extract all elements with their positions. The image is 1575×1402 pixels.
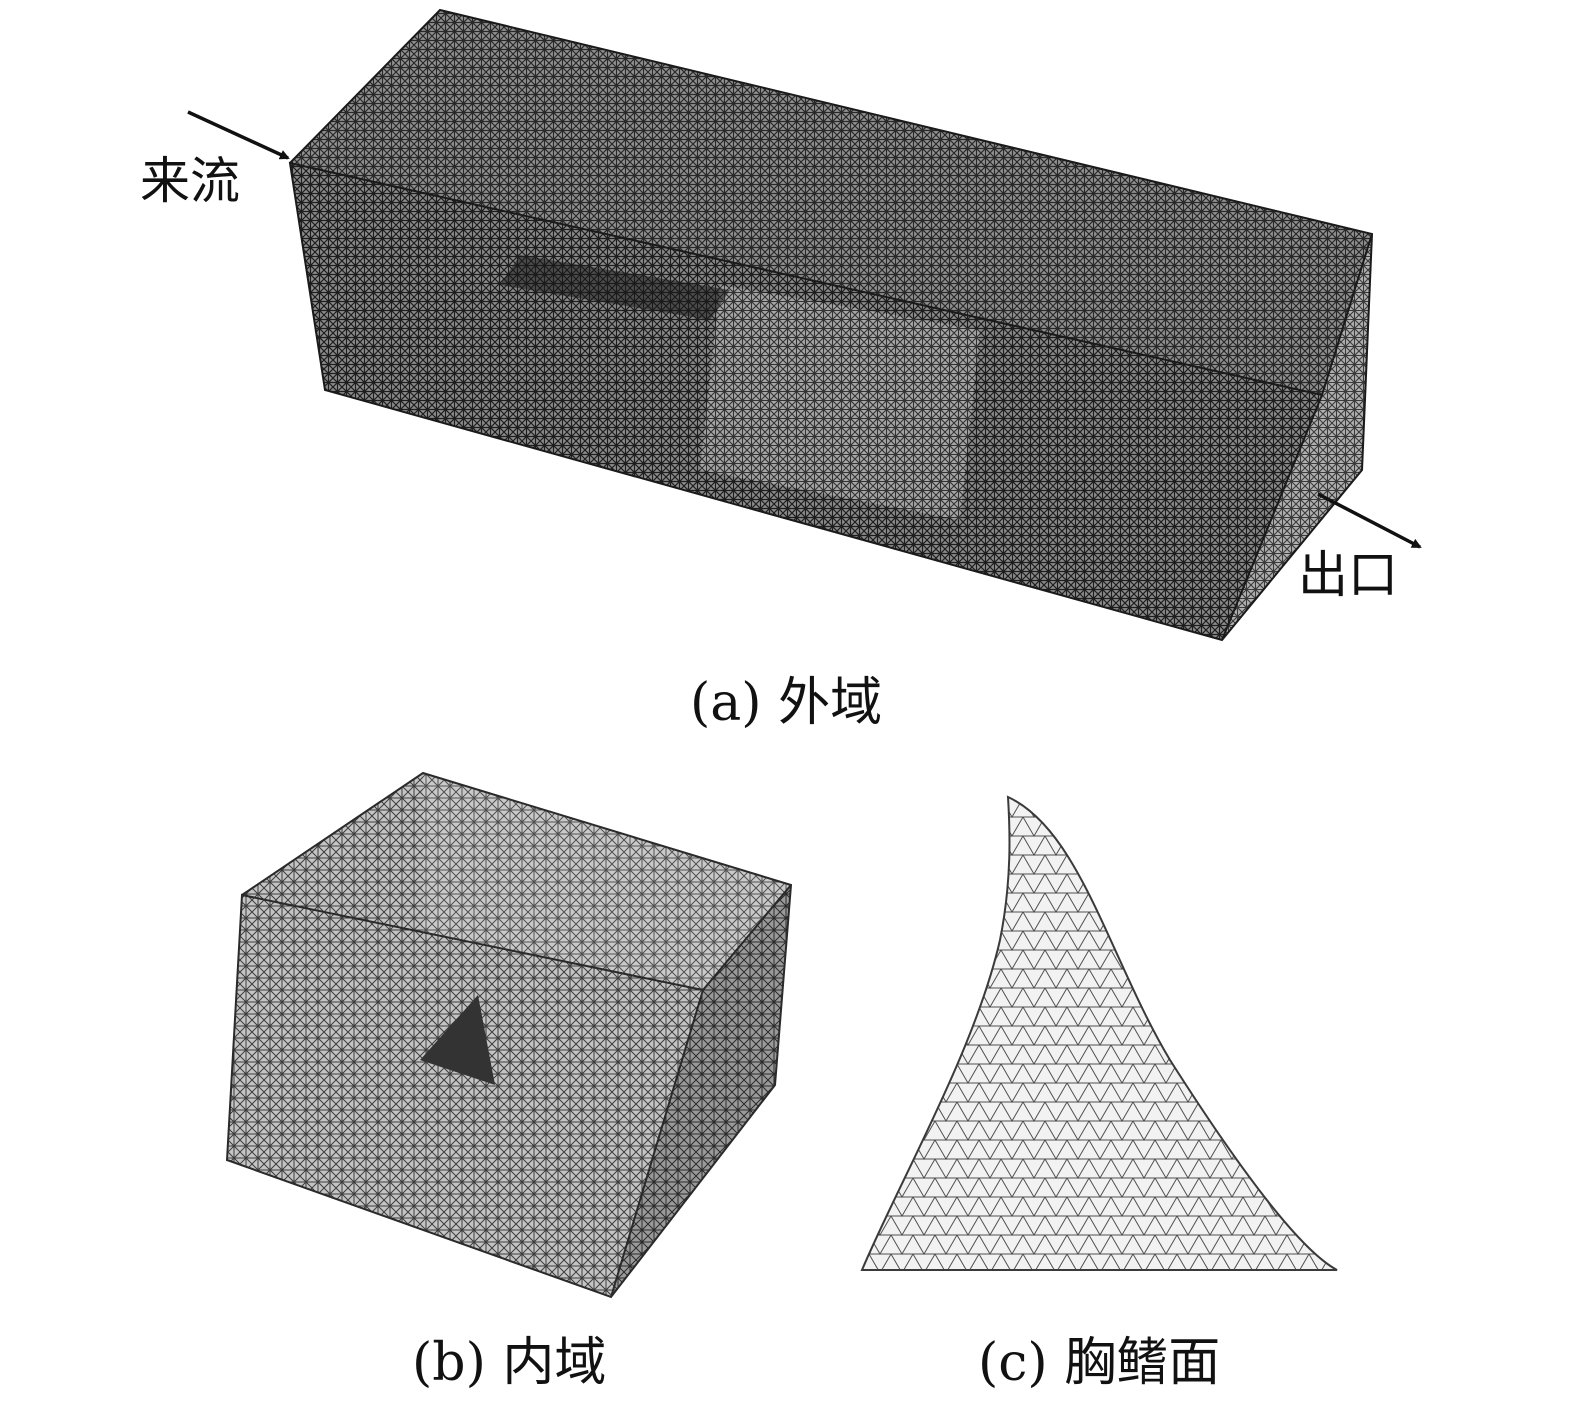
outer-domain-dark-streak xyxy=(500,255,730,320)
outer-domain-top-face xyxy=(290,10,1372,395)
caption-b: (b) 内域 xyxy=(412,1333,606,1393)
outlet-label: 出口 xyxy=(1298,546,1398,604)
caption-a: (a) 外域 xyxy=(690,673,882,733)
outer-domain-mesh xyxy=(288,8,1374,642)
caption-c: (c) 胸鳍面 xyxy=(978,1333,1220,1393)
outlet-arrow xyxy=(1317,492,1422,549)
outer-domain-end-face xyxy=(1222,234,1372,640)
inlet-label: 来流 xyxy=(140,152,240,210)
inner-domain-front-face xyxy=(227,895,703,1297)
pectoral-fin-surface xyxy=(860,795,1338,1271)
inner-domain-mesh xyxy=(225,771,793,1299)
pectoral-fin-mesh xyxy=(860,795,1338,1271)
outer-domain-refined-zone xyxy=(700,285,980,520)
inlet-arrow xyxy=(187,110,290,160)
inner-domain-right-face xyxy=(611,885,791,1297)
inner-domain-fin xyxy=(420,995,495,1085)
